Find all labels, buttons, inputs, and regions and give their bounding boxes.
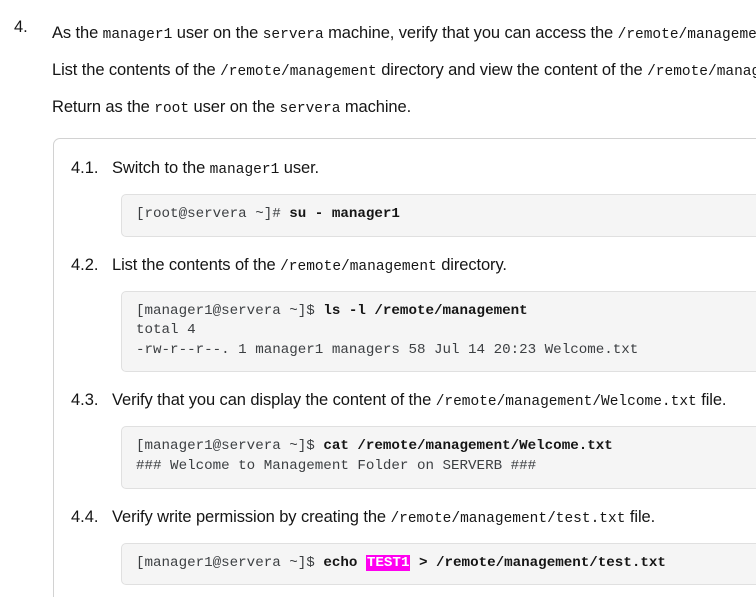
text-run: Switch to the — [112, 159, 210, 177]
text-run: user on the — [172, 24, 263, 42]
substep-marker: 4.2. — [71, 255, 99, 274]
prompt-or-output: total 4 — [136, 322, 196, 339]
text-run: List the contents of the — [52, 61, 221, 79]
inline-code: manager1 — [102, 27, 173, 43]
command-text: > /remote/management/test.txt — [410, 554, 666, 571]
substep-text: Verify write permission by creating the … — [112, 502, 756, 534]
text-run: machine. — [340, 98, 412, 116]
text-run: Return as the — [52, 98, 155, 116]
inline-code: /remote/management/test.txt — [647, 64, 756, 80]
terminal-code-block[interactable]: [manager1@servera ~]$ echo TEST1 > /remo… — [121, 542, 756, 586]
paragraph-intro: As the manager1 user on the servera mach… — [52, 16, 756, 53]
code-line: [manager1@servera ~]$ ls -l /remote/mana… — [136, 302, 756, 322]
text-run: machine, verify that you can access the — [323, 24, 618, 42]
substep-44: 4.4. Verify write permission by creating … — [54, 502, 756, 586]
prompt-or-output: [manager1@servera ~]$ — [136, 554, 324, 571]
inline-code: servera — [262, 27, 324, 43]
substep-marker: 4.4. — [71, 507, 99, 526]
text-run: user. — [279, 159, 320, 177]
prompt-or-output: [manager1@servera ~]$ — [136, 438, 324, 455]
code-line: [manager1@servera ~]$ cat /remote/manage… — [136, 437, 756, 457]
substep-text: List the contents of the /remote/managem… — [112, 250, 756, 282]
inline-code: /remote/management/test.txt — [390, 510, 626, 527]
text-run: user on the — [189, 98, 280, 116]
paragraph-return: Return as the root user on the servera m… — [52, 90, 756, 127]
code-line: [root@servera ~]# su - manager1 — [136, 205, 756, 225]
prompt-or-output: ### Welcome to Management Folder on SERV… — [136, 457, 537, 474]
inline-code: manager1 — [209, 162, 280, 178]
command-text: su - manager1 — [289, 206, 400, 222]
terminal-code-block[interactable]: [manager1@servera ~]$ cat /remote/manage… — [121, 426, 756, 489]
terminal-code-block[interactable]: [root@servera ~]# su - manager1 — [121, 194, 756, 237]
prompt-or-output: -rw-r--r--. 1 manager1 managers 58 Jul 1… — [136, 341, 639, 358]
substep-43: 4.3. Verify that you can display the cont… — [54, 385, 756, 489]
text-run: Verify write permission by creating the — [112, 507, 391, 526]
substep-text: Switch to the manager1 user. — [112, 153, 756, 185]
inline-code: /remote/management/Welcome.txt — [435, 394, 697, 411]
inline-code: root — [154, 101, 190, 117]
command-text: cat /remote/management/Welcome.txt — [323, 438, 613, 455]
step-4-body: As the manager1 user on the servera mach… — [52, 16, 756, 127]
terminal-code-block[interactable]: [manager1@servera ~]$ ls -l /remote/mana… — [121, 290, 756, 373]
substeps-container: 4.1. Switch to the manager1 user. [root@se… — [53, 138, 756, 597]
code-line: [manager1@servera ~]$ echo TEST1 > /remo… — [136, 554, 756, 574]
code-line: -rw-r--r--. 1 manager1 managers 58 Jul 1… — [136, 341, 756, 361]
paragraph-details: List the contents of the /remote/managem… — [52, 53, 756, 90]
inline-code: servera — [279, 101, 341, 117]
text-run: directory and view the content of the — [376, 61, 648, 79]
prompt-or-output: [manager1@servera ~]$ — [136, 302, 324, 319]
substep-marker: 4.3. — [71, 391, 99, 410]
text-run: As the — [52, 24, 103, 42]
prompt-or-output: [root@servera ~]# — [136, 206, 290, 222]
command-text: ls -l /remote/management — [323, 302, 528, 319]
substep-42: 4.2. List the contents of the /remote/man… — [54, 250, 756, 373]
text-run: directory. — [436, 255, 507, 274]
instruction-step-4: 4. As the manager1 user on the servera m… — [0, 0, 756, 127]
inline-code: /remote/management — [280, 258, 437, 275]
command-text: echo — [323, 554, 366, 571]
text-run: file. — [625, 507, 656, 526]
substep-marker: 4.1. — [71, 159, 99, 177]
text-run: file. — [696, 391, 727, 410]
substeps-list: 4.1. Switch to the manager1 user. [root@se… — [54, 153, 756, 597]
step-4-marker: 4. — [14, 18, 28, 36]
inline-code: /remote/management — [617, 27, 756, 43]
text-run: List the contents of the — [112, 255, 281, 274]
code-line: total 4 — [136, 321, 756, 341]
command-highlight: TEST1 — [365, 554, 411, 571]
substep-text: Verify that you can display the content … — [112, 385, 756, 417]
inline-code: /remote/management — [220, 64, 377, 80]
text-run: Verify that you can display the content … — [112, 391, 436, 410]
code-line: ### Welcome to Management Folder on SERV… — [136, 457, 756, 477]
substep-41: 4.1. Switch to the manager1 user. [root@se… — [54, 153, 756, 237]
